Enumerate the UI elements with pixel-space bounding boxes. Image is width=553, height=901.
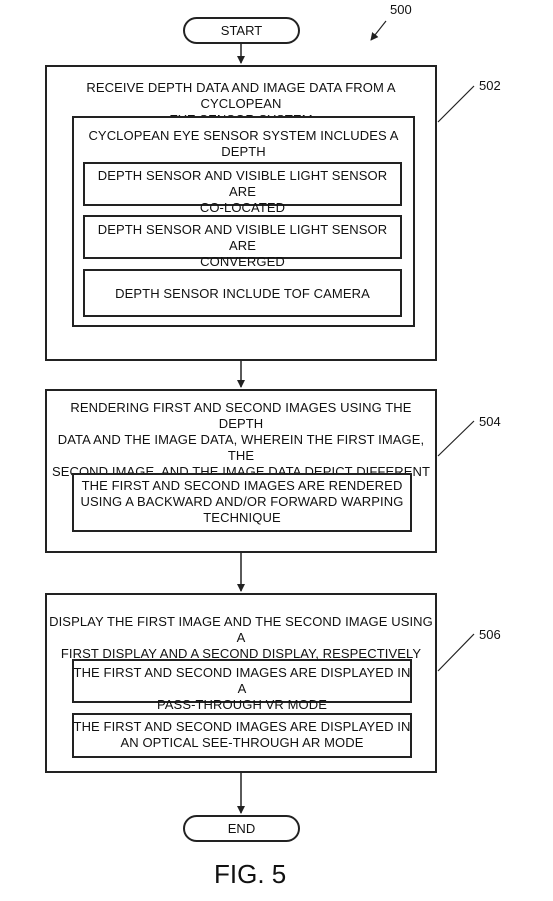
- figure-ref-arrow: [370, 20, 387, 41]
- step-502-item-2-box: [83, 215, 402, 259]
- step-502-item-3-box: [83, 269, 402, 317]
- step-504-item-1: THE FIRST AND SECOND IMAGES ARE RENDERED…: [80, 478, 404, 525]
- leader-line-502: [437, 85, 475, 123]
- step-506-item-2-box: [72, 713, 412, 758]
- end-label: END: [227, 821, 256, 836]
- leader-line-504: [437, 420, 475, 457]
- step-506-item-1: THE FIRST AND SECOND IMAGES ARE DISPLAYE…: [73, 665, 411, 712]
- step-502-ref: 502: [479, 78, 501, 93]
- step-506-item-1-box: [72, 659, 412, 703]
- step-502-item-2: DEPTH SENSOR AND VISIBLE LIGHT SENSOR AR…: [97, 222, 388, 269]
- end-terminal: END: [183, 815, 300, 842]
- step-502-item-3: DEPTH SENSOR INCLUDE TOF CAMERA: [115, 286, 370, 301]
- start-label: START: [220, 23, 263, 38]
- step-504-item-1-box: [72, 473, 412, 532]
- step-506-title: DISPLAY THE FIRST IMAGE AND THE SECOND I…: [49, 614, 433, 661]
- start-terminal: START: [183, 17, 300, 44]
- step-502-item-1-box: [83, 162, 402, 206]
- step-506-ref: 506: [479, 627, 501, 642]
- figure-ref-label: 500: [390, 2, 412, 17]
- step-506-item-2: THE FIRST AND SECOND IMAGES ARE DISPLAYE…: [73, 719, 411, 750]
- leader-line-506: [437, 633, 475, 672]
- step-502-item-1: DEPTH SENSOR AND VISIBLE LIGHT SENSOR AR…: [97, 168, 388, 215]
- figure-label: FIG. 5: [214, 859, 287, 889]
- step-504-ref: 504: [479, 414, 501, 429]
